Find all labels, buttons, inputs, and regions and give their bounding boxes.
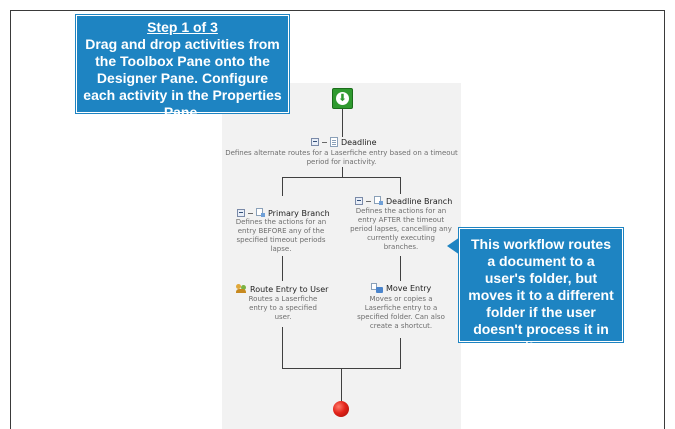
connector-join-end: [341, 368, 342, 402]
users-icon: [236, 284, 247, 294]
connector-left-mid: [282, 256, 283, 281]
primary-branch-activity[interactable]: Primary Branch: [237, 208, 330, 218]
deadline-description: Defines alternate routes for a Laserfich…: [225, 149, 458, 166]
move-entry-activity[interactable]: Move Entry: [371, 283, 431, 293]
primary-branch-title: Primary Branch: [268, 208, 330, 218]
route-entry-title: Route Entry to User: [250, 284, 329, 294]
connector-right-bottom: [400, 338, 401, 369]
connector-left-top: [282, 177, 283, 196]
move-entry-description: Moves or copies a Laserfiche entry to a …: [357, 295, 445, 330]
route-entry-activity[interactable]: Route Entry to User: [236, 284, 328, 294]
primary-branch-description: Defines the actions for an entry BEFORE …: [235, 218, 327, 253]
deadline-title: Deadline: [341, 137, 377, 147]
deadline-branch-activity[interactable]: Deadline Branch: [355, 196, 452, 206]
workflow-start-node[interactable]: ⬇: [332, 88, 353, 109]
move-document-icon: [371, 283, 383, 293]
collapse-icon[interactable]: [237, 209, 245, 217]
deadline-branch-title: Deadline Branch: [386, 196, 453, 206]
stop-circle-icon[interactable]: [333, 401, 349, 417]
connector-right-top: [400, 177, 401, 194]
step-callout: Step 1 of 3 Drag and drop activities fro…: [76, 15, 289, 120]
connector-dash-icon: [248, 212, 253, 214]
callout-pointer: [447, 237, 460, 255]
step-title: Step 1 of 3: [147, 19, 218, 35]
connector-dash-icon: [322, 141, 327, 143]
arrow-down-icon: ⬇: [336, 92, 349, 105]
move-entry-title: Move Entry: [386, 283, 432, 293]
connector-right-mid: [400, 256, 401, 281]
branch-icon: [256, 208, 265, 218]
connector-left-bottom: [282, 327, 283, 369]
step-instructions: Drag and drop activities from the Toolbo…: [83, 36, 282, 120]
branch-icon: [374, 196, 383, 206]
deadline-activity[interactable]: Deadline: [311, 137, 377, 147]
connector-start-deadline: [342, 109, 343, 137]
collapse-icon[interactable]: [355, 197, 363, 205]
connector-dash-icon: [366, 200, 371, 202]
document-icon: [330, 137, 338, 147]
note-callout: This workflow routes a document to a use…: [459, 228, 623, 354]
collapse-icon[interactable]: [311, 138, 319, 146]
route-entry-description: Routes a Laserfiche entry to a specified…: [248, 295, 318, 321]
deadline-branch-description: Defines the actions for an entry AFTER t…: [350, 207, 452, 251]
connector-split-horizontal: [282, 177, 400, 178]
connector-deadline-split: [342, 167, 343, 177]
